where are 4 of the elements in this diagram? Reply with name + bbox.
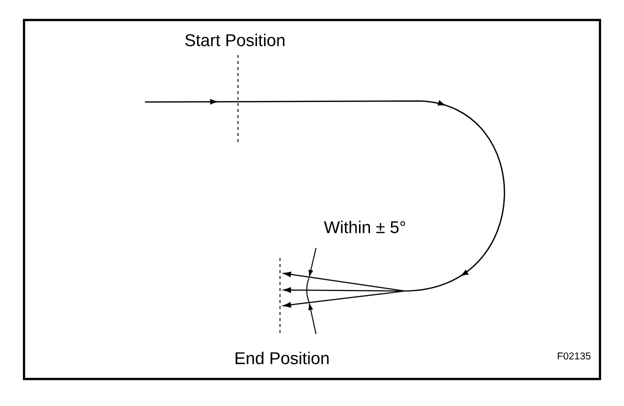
label: End Position [236,352,329,364]
label: F02135 [558,352,591,360]
label: Start Position [185,34,284,46]
label: Within ± 5° [324,220,406,234]
